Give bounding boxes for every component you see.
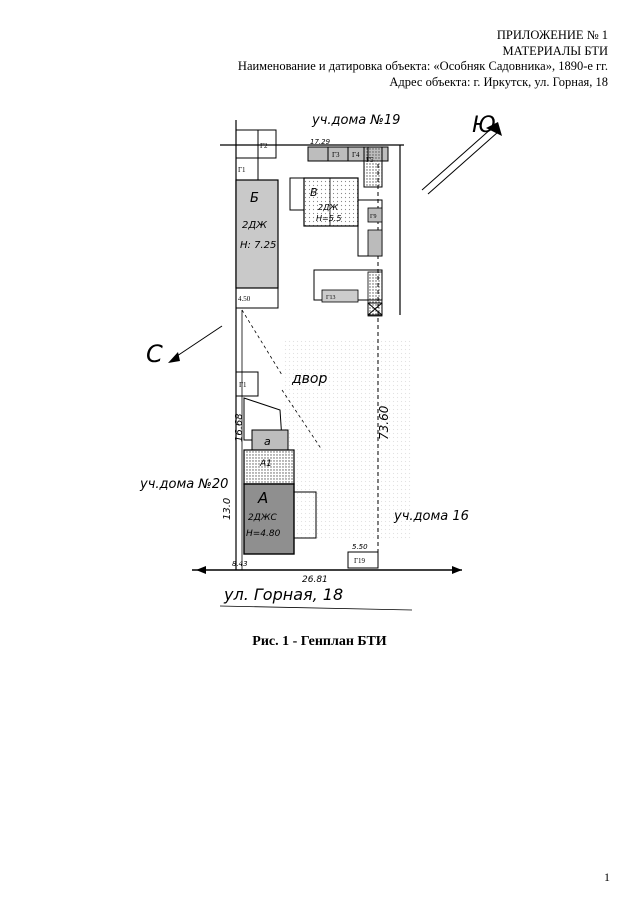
street-arrow-icon bbox=[196, 566, 462, 574]
yard-dashed-line-2 bbox=[281, 389, 323, 451]
shed-stack bbox=[367, 229, 383, 257]
shed-g1-label: Г1 bbox=[238, 166, 246, 174]
south-arrow-icon bbox=[421, 122, 502, 195]
yard-shed bbox=[235, 371, 259, 397]
shed-g2-label: Г2 bbox=[260, 142, 268, 150]
shed-g2 bbox=[257, 129, 277, 159]
building-b-type: 2ДЖ bbox=[242, 220, 268, 231]
building-v-height: Н=5.5 bbox=[316, 214, 341, 223]
materials-title: МАТЕРИАЛЫ БТИ bbox=[502, 43, 609, 58]
object-name-line: Наименование и датировка объекта: «Особн… bbox=[237, 59, 608, 74]
right-lot-label: уч.дома 16 bbox=[393, 509, 469, 524]
shed-g9-label: Г9 bbox=[370, 214, 376, 220]
dim-4-50: 4.50 bbox=[238, 295, 251, 303]
dim-8-43: 8.43 bbox=[232, 560, 248, 568]
building-a-letter: А bbox=[257, 489, 268, 507]
page-number: 1 bbox=[604, 870, 610, 884]
top-street-label: уч.дома №19 bbox=[311, 113, 400, 128]
dim-26-81: 26.81 bbox=[302, 575, 328, 585]
building-a-type: 2ДЖС bbox=[248, 513, 277, 523]
shed-g5 bbox=[363, 146, 383, 188]
street-underline bbox=[219, 605, 413, 611]
building-v-annex bbox=[289, 177, 305, 211]
shed-g13-label: Г13 bbox=[326, 295, 335, 301]
shed-g19-label: Г19 bbox=[354, 557, 366, 565]
shed-g13 bbox=[321, 289, 359, 303]
figure-caption: Рис. 1 - Генплан БТИ bbox=[252, 634, 387, 649]
well-box bbox=[367, 302, 383, 316]
yard-label: двор bbox=[291, 371, 327, 387]
dim-16-68: 16.68 bbox=[234, 413, 245, 442]
shed-g3-label: Г3 bbox=[332, 151, 340, 159]
shed-g5-label: Г5 bbox=[366, 156, 374, 164]
dim-13-0: 13.0 bbox=[222, 498, 233, 520]
north-arrow-icon bbox=[168, 325, 223, 363]
building-v bbox=[303, 177, 359, 227]
yard-shading bbox=[282, 340, 412, 540]
appendix-title: ПРИЛОЖЕНИЕ № 1 bbox=[496, 28, 608, 42]
shed-g19 bbox=[347, 551, 379, 569]
dim-17-29: 17.29 bbox=[310, 138, 331, 146]
site-plan-drawing: уч.дома №19 Ю С Г2 Г1 Б 2ДЖ Н: 7.25 4.50… bbox=[139, 113, 502, 611]
left-lot-label: уч.дома №20 bbox=[139, 477, 228, 492]
dim-5-50: 5.50 bbox=[352, 543, 368, 551]
shed-g4-label: Г4 bbox=[352, 151, 360, 159]
building-v-type: 2ДЖ bbox=[318, 203, 338, 212]
annex-a-letter: а bbox=[264, 435, 271, 448]
building-a1 bbox=[243, 449, 295, 485]
building-b-height: Н: 7.25 bbox=[240, 240, 276, 251]
building-b-annex bbox=[235, 287, 279, 309]
building-a bbox=[243, 483, 295, 555]
building-b-letter: Б bbox=[250, 191, 259, 206]
south-label: Ю bbox=[472, 113, 496, 138]
street-label: ул. Горная, 18 bbox=[223, 585, 343, 604]
shed-g9 bbox=[367, 207, 383, 223]
shed-g1 bbox=[235, 129, 259, 159]
yard-shed-label: Г1 bbox=[239, 381, 247, 389]
building-a1-letter: А1 bbox=[259, 459, 272, 469]
shed-column bbox=[367, 271, 383, 317]
building-v-letter: В bbox=[310, 186, 318, 199]
dim-73-60: 73.60 bbox=[377, 405, 391, 440]
page-header: ПРИЛОЖЕНИЕ № 1 МАТЕРИАЛЫ БТИ Наименовани… bbox=[238, 28, 608, 90]
north-label: С bbox=[146, 340, 163, 368]
building-a-porch bbox=[293, 491, 317, 539]
yard-dashed-line bbox=[241, 309, 283, 376]
building-a-height: Н=4.80 bbox=[246, 529, 281, 539]
object-address-line: Адрес объекта: г. Иркутск, ул. Горная, 1… bbox=[389, 74, 608, 89]
